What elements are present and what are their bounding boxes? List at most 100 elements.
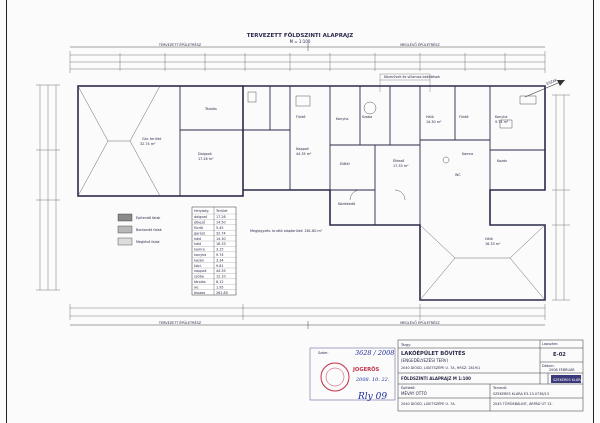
svg-text:Helyiség: Helyiség [194,209,209,213]
svg-text:SZEKERES KLÁRA: SZEKERES KLÁRA [553,377,583,382]
table-cell-area: 14.50 [216,221,226,225]
scan-edge-right [593,0,594,423]
sheet-number: E-02 [553,352,566,358]
date-value: 2008 FEBRUÁR [549,367,575,372]
room-labels: Gar. terület 32.74 m² Dolgozó 17.26 m² T… [140,107,509,246]
table-cell-room: étkező [194,221,205,225]
room-label: Fürdő [296,115,305,119]
table-cell-area: 12.10 [216,275,226,279]
drawing-title: TERVEZETT FÖLDSZINTI ALAPRAJZ [247,32,353,39]
building-outline [77,85,546,301]
table-cell-area: 1.95 [216,285,224,289]
svg-text:44.35 m²: 44.35 m² [296,152,312,156]
project-title: LAKÓÉPÜLET BŐVÍTÉS [401,349,466,357]
room-label: Fürdő [459,115,468,119]
table-cell-room: fürdő [194,226,203,230]
table-cell-area: 44.35 [216,269,226,273]
top-dimension-lines [69,51,546,73]
table-cell-room: közl. [194,264,202,268]
room-label: WC [455,173,461,177]
table-cell-room: garázs [194,231,205,235]
owner-name: MÉVAY OTTÓ [401,391,427,396]
table-cell-room: konyha [194,253,206,257]
room-label: Konyha [336,117,349,121]
drawing-scale: M = 1:100 [290,39,311,44]
svg-text:9.74 m²: 9.74 m² [495,120,509,124]
svg-text:14.30 m²: 14.30 m² [426,120,442,124]
status-jogeros: JOGERŐS [352,366,380,373]
svg-text:Dátum:: Dátum: [542,364,555,368]
north-label: ÉSZAK [546,77,559,86]
project-address: 2040 DIÓSD, LIGETSZÉPE U. 7A, HRSZ: 2819… [401,365,480,370]
owner-address: 2040 DIÓSD, LIGETSZÉPE U. 7A. [401,401,456,406]
table-cell-room: wc [194,285,199,289]
utilities-note: Közművek és villamos bekötések [384,75,440,79]
project-subtitle: (ENGEDÉLYEZÉSI TERV) [401,358,449,363]
room-label: Kamra [462,152,473,156]
bottom-label-planned: TERVEZETT ÉPÜLETRÉSZ [158,320,202,325]
svg-text:Építendő falak: Építendő falak [136,215,160,220]
designer-address: 2045 TÖRÖKBÁLINT, ÁRPÁD ÚT 13. [493,401,553,406]
room-label: Tárolás [204,107,217,111]
interior-walls [179,86,545,225]
designer-logo: SZEKERES KLÁRA [551,375,583,383]
room-label: Nappali [296,147,309,151]
svg-text:Tervező:: Tervező: [492,386,507,390]
table-cell-room: kazán [194,258,204,262]
svg-text:Tárgy:: Tárgy: [400,343,411,347]
table-cell-room: háló [194,237,201,241]
table-cell-room: kamra [194,248,205,252]
table-cell-area: 3.34 [216,258,224,262]
room-label: Szoba [362,115,372,119]
table-cell-room: dolgozó [194,215,207,219]
bottom-label-existing: MEGLÉVŐ ÉPÜLETRÉSZ [400,320,440,325]
svg-text:16.33 m²: 16.33 m² [485,242,501,246]
table-cell-area: 14.30 [216,237,226,241]
top-label-planned: TERVEZETT ÉPÜLETRÉSZ [158,42,202,47]
legend: Építendő falak Bontandó falak Meglévő fa… [117,213,162,246]
table-cell-room: szoba [194,275,204,279]
table-cell-area: 17.26 [216,215,226,219]
area-note: Megjegyzés: bruttó alapterület: 261.80 m… [250,229,323,233]
room-label: Konyha [495,115,508,119]
designer-name: SZEKERES KLÁRA É3-13-0736/13 [493,391,549,396]
scan-edge-left [6,0,7,423]
table-cell-area: 3.15 [216,248,224,252]
title-block [397,339,584,412]
drawing-name: FÖLDSZINTI ALAPRAJZ M 1:100 [401,376,471,381]
table-cell-area: 261.80 [216,291,228,295]
table-cell-room: tárolás [194,280,206,284]
room-label: Kazán [497,159,507,163]
svg-text:32.74 m²: 32.74 m² [140,142,156,146]
room-label: Előtér [340,162,351,166]
svg-text:17.33 m²: 17.33 m² [393,164,409,168]
svg-text:Bontandó falak: Bontandó falak [136,228,162,232]
table-cell-area: 9.74 [216,253,224,257]
table-cell-area: 16.33 [216,242,226,246]
table-cell-area: 9.81 [216,264,224,268]
room-label: Háló [426,115,434,119]
table-cell-area: 5.45 [216,226,224,230]
table-cell-room: háló [194,242,201,246]
svg-text:Lapszám:: Lapszám: [542,342,558,346]
table-cell-area: 32.74 [216,231,226,235]
sanitary-fixtures [247,91,537,201]
svg-text:Meglévő falak: Meglévő falak [136,240,160,244]
room-label: Háló [485,237,493,241]
svg-text:17.26 m²: 17.26 m² [198,157,214,161]
room-label: Közlekedő [338,202,355,206]
signature: Rly 09 [357,392,387,402]
top-label-existing: MEGLÉVŐ ÉPÜLETRÉSZ [400,42,440,47]
area-table: Helyiség Terület dolgozó 17.26 étkező 14.50… [191,206,237,296]
svg-text:Terület: Terület [215,209,228,213]
table-cell-room: nappali [194,269,207,273]
room-label: Dolgozó [198,152,212,156]
table-cell-area: 6.12 [216,280,224,284]
room-label: Gar. terület [142,137,162,141]
handwritten-date: 2008. 10. 22. [355,377,390,383]
room-label: Étkező [393,158,404,163]
handwritten-number: 3628 / 2008 [355,349,394,357]
svg-text:Építtető:: Építtető: [401,385,416,390]
table-cell-room: összes [194,291,205,295]
